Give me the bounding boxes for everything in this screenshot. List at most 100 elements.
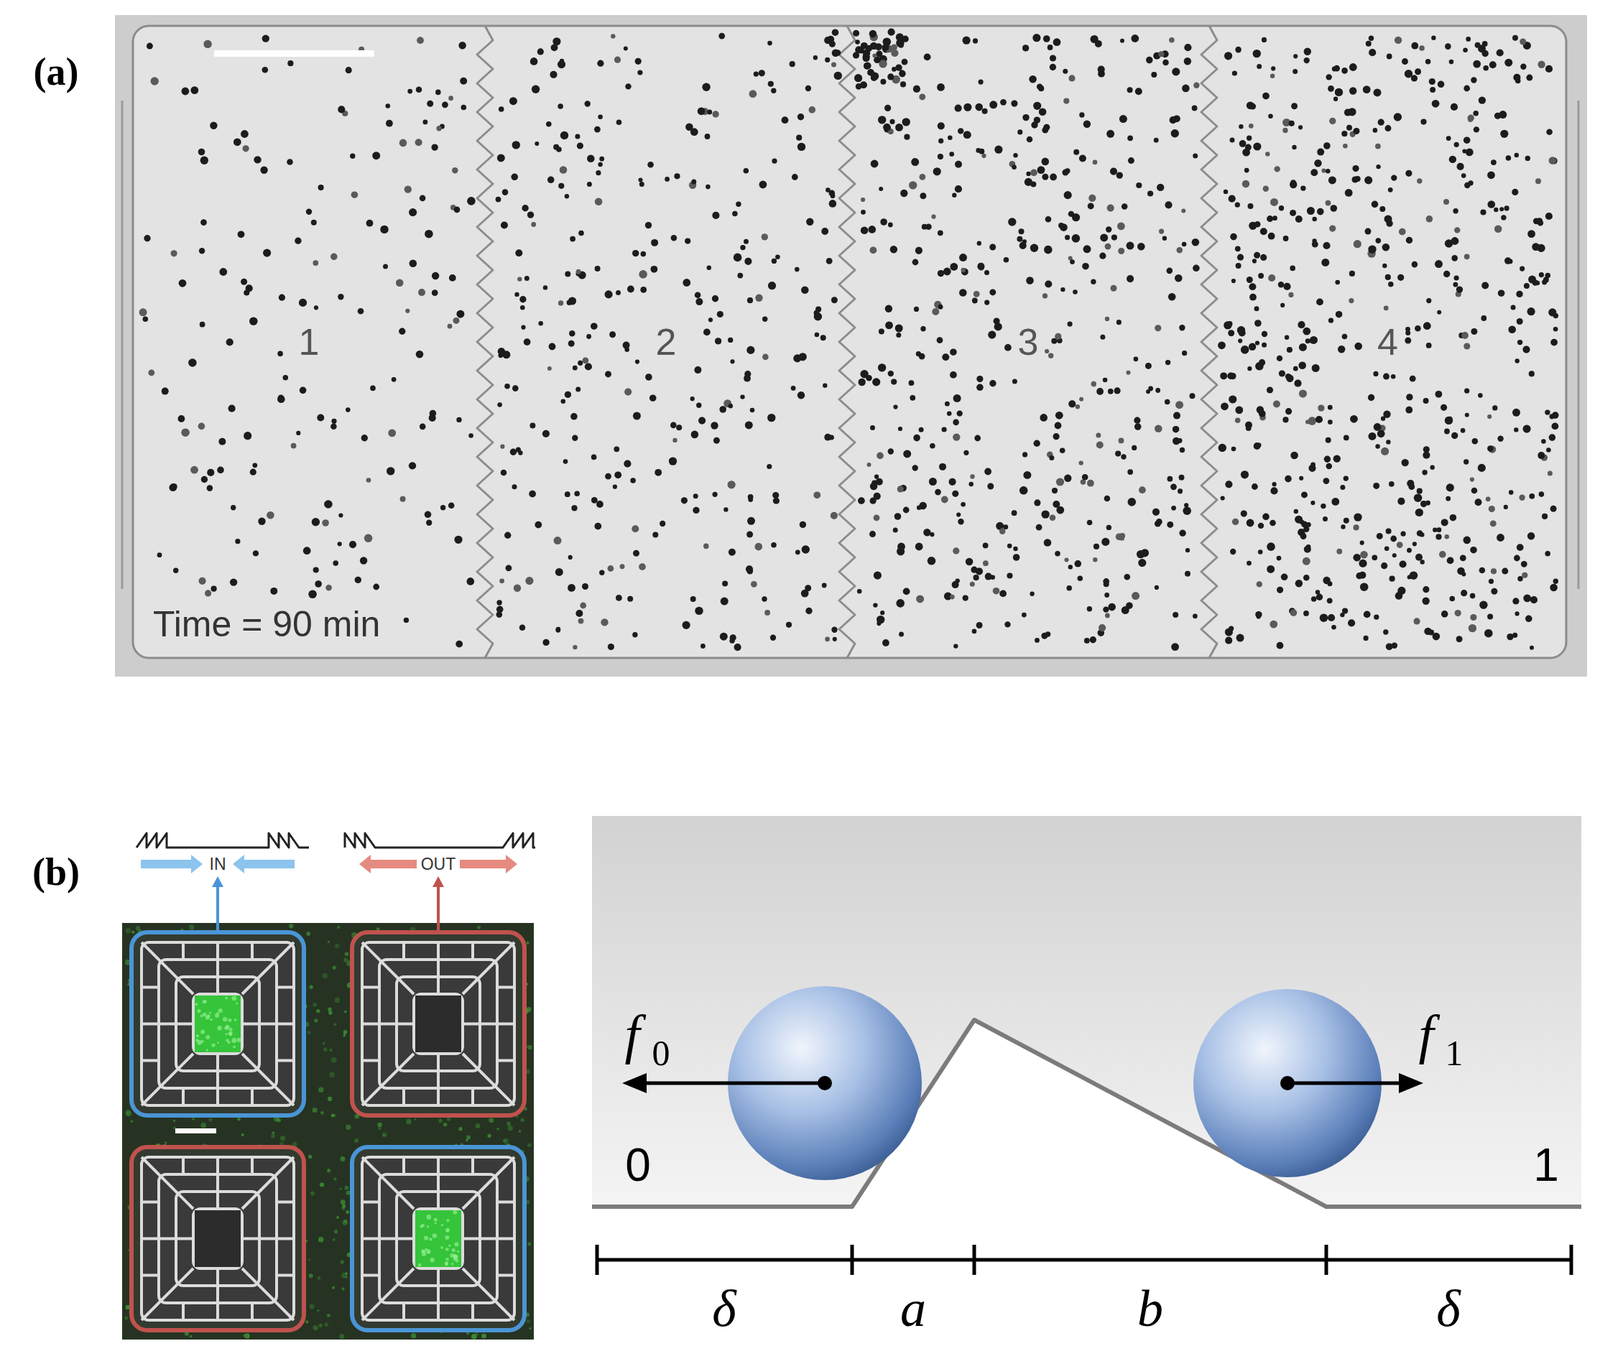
bacterium-dot	[1390, 374, 1396, 380]
fluorescence-speck	[340, 1260, 345, 1264]
bacterium-dot	[762, 354, 769, 361]
bacterium-dot	[755, 294, 763, 302]
bacterium-dot	[1545, 273, 1552, 279]
bacterium-dot	[744, 257, 752, 266]
bacterium-dot	[898, 426, 903, 432]
bacterium-dot	[870, 497, 877, 505]
bacterium-dot	[1104, 243, 1112, 251]
bacterium-dot	[857, 497, 866, 505]
bacterium-dot	[1049, 54, 1057, 62]
fluorescence-speck	[487, 1134, 492, 1139]
bacterium-dot	[1235, 46, 1242, 54]
bacterium-dot	[1283, 283, 1291, 291]
bacterium-dot	[1294, 515, 1303, 524]
bacterium-dot	[1300, 533, 1307, 540]
bacterium-dot	[918, 427, 924, 433]
bacterium-dot	[872, 377, 881, 386]
bacterium-dot	[890, 379, 897, 386]
bacterium-dot	[829, 190, 836, 197]
bacterium-dot	[625, 83, 631, 90]
bacterium-dot	[834, 71, 843, 80]
bacterium-dot	[1022, 451, 1028, 457]
bacterium-dot	[976, 622, 983, 629]
bacterium-dot	[1110, 168, 1118, 176]
bacterium-dot	[635, 359, 640, 365]
bacterium-dot	[627, 285, 635, 294]
bacterium-dot	[767, 413, 776, 422]
bacterium-dot	[321, 519, 330, 527]
bacterium-dot	[1229, 548, 1236, 555]
bacterium-dot	[1268, 232, 1276, 240]
bacterium-dot	[170, 250, 178, 257]
bacterium-dot	[1545, 212, 1553, 220]
bacterium-dot	[1342, 143, 1348, 149]
bacterium-dot	[181, 87, 190, 96]
bacterium-dot	[1333, 65, 1340, 72]
bacterium-dot	[1325, 437, 1332, 444]
bacterium-dot	[1255, 340, 1260, 345]
bacterium-dot	[1470, 328, 1478, 335]
bacterium-dot	[419, 423, 427, 431]
bacterium-dot	[1154, 424, 1163, 433]
bacterium-dot	[929, 443, 936, 450]
bacterium-dot	[1181, 208, 1186, 213]
bacterium-dot	[1311, 364, 1320, 373]
bacterium-dot	[954, 160, 963, 169]
bacterium-dot	[614, 56, 621, 64]
bacterium-dot	[1298, 390, 1307, 399]
bacterium-dot	[1083, 244, 1092, 253]
bacterium-dot	[1447, 416, 1452, 422]
bacterium-dot	[876, 452, 884, 460]
bacterium-dot	[1256, 63, 1262, 69]
bacterium-dot	[262, 66, 269, 74]
bacterium-dot	[954, 185, 963, 193]
bacterium-dot	[937, 153, 944, 160]
bacterium-dot	[466, 196, 476, 206]
bacterium-dot	[1545, 65, 1553, 73]
bacterium-dot	[1422, 586, 1430, 593]
bacterium-dot	[1116, 171, 1123, 179]
bacterium-dot	[206, 484, 214, 492]
bacterium-dot	[1546, 447, 1552, 453]
bacterium-dot	[1353, 512, 1362, 521]
bacterium-dot	[1265, 151, 1270, 156]
bacterium-dot	[1043, 245, 1053, 255]
bacterium-dot	[1022, 114, 1029, 121]
bacterium-dot	[1441, 518, 1449, 526]
bacterium-dot	[1328, 318, 1334, 324]
bacterium-dot	[764, 609, 771, 616]
bacterium-dot	[1048, 353, 1054, 359]
bacterium-dot	[1462, 149, 1467, 154]
bacterium-dot	[640, 251, 647, 258]
bacterium-dot	[290, 443, 297, 450]
bacterium-dot	[974, 103, 983, 112]
bacterium-dot	[987, 331, 996, 340]
bacterium-dot	[1470, 76, 1477, 83]
bacterium-dot	[1175, 400, 1184, 409]
bacterium-dot	[555, 568, 564, 577]
bacterium-dot	[1053, 38, 1062, 46]
bacterium-dot	[1527, 532, 1535, 540]
bacterium-dot	[1068, 211, 1075, 217]
bacterium-dot	[571, 505, 577, 511]
bacterium-dot	[1284, 335, 1289, 340]
bacterium-dot	[1237, 254, 1244, 261]
bacterium-dot	[893, 405, 898, 410]
bacterium-dot	[1405, 330, 1411, 336]
bacterium-dot	[1401, 459, 1409, 467]
bacterium-dot	[1174, 274, 1183, 283]
bacterium-dot	[1419, 532, 1424, 537]
bacterium-dot	[1333, 454, 1341, 462]
bacterium-dot	[1256, 581, 1263, 587]
bacterium-dot	[875, 478, 883, 486]
bacterium-dot	[1155, 387, 1161, 393]
bacterium-dot	[1327, 419, 1333, 425]
bacterium-dot	[1041, 173, 1049, 181]
bacterium-dot	[1293, 366, 1299, 372]
bacterium-dot	[1303, 57, 1310, 64]
bacterium-dot	[1388, 187, 1394, 193]
bacterium-dot	[1083, 120, 1091, 128]
bacterium-dot	[277, 395, 286, 404]
bacterium-dot	[1227, 329, 1235, 337]
bacterium-dot	[1133, 417, 1141, 424]
